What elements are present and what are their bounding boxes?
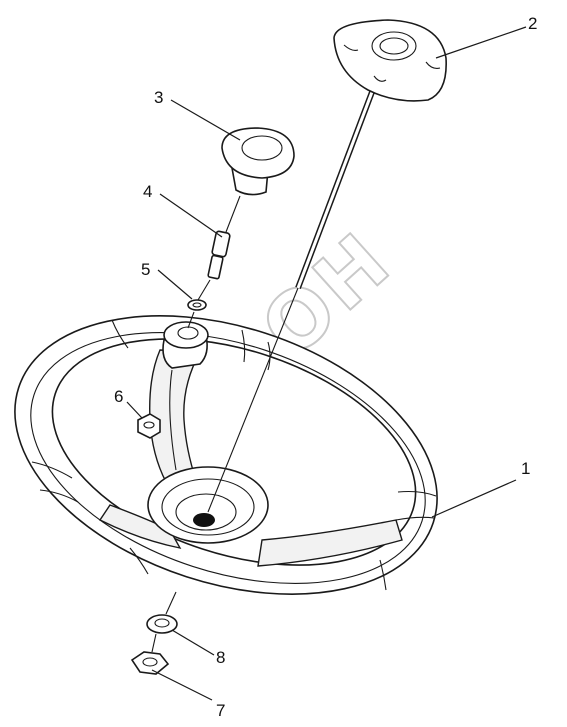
callout-5: 5 [141,260,150,279]
part-4-pin [197,230,231,301]
callout-6: 6 [114,387,123,406]
callout-8: 8 [216,648,225,667]
part-2-horn-cap [207,19,447,513]
part-5-washer [187,299,207,329]
part-6-nut [137,413,161,439]
part-7-nut [130,633,170,675]
callout-7: 7 [216,701,225,720]
center-hub [147,466,269,544]
callout-1: 1 [521,459,530,478]
callout-2: 2 [528,14,537,33]
part-8-washer [146,591,178,634]
callout-labels: 1 2 3 4 5 6 7 8 [114,14,537,720]
callout-4: 4 [143,182,152,201]
leader-lines [126,26,527,701]
part-3-knob [221,127,295,233]
steering-wheel-spokes [98,349,403,567]
hub-bore [193,513,215,527]
column-boss [162,321,209,369]
callout-3: 3 [154,88,163,107]
